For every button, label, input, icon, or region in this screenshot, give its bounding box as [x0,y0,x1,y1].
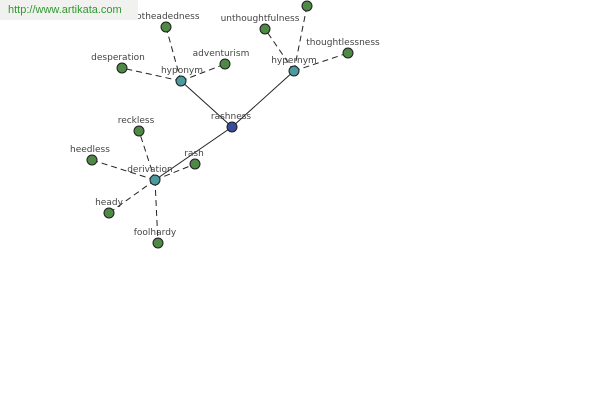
edge-hyponym-adventurism [180,63,226,82]
edges-layer [91,5,349,244]
edge-hyponym-desperation [121,67,182,82]
node-label-unthoughtfulness[interactable]: unthoughtfulness [221,14,300,24]
node-adventurism[interactable] [219,58,231,70]
node-rash[interactable] [189,158,201,170]
node-desperation[interactable] [116,62,128,74]
watermark-link[interactable]: http://www.artikata.com [0,0,138,20]
nodes-layer [86,0,354,249]
node-hotheadedness[interactable] [160,21,172,33]
edge-derivation-foolhardy [154,179,159,244]
edge-rashness-hypernym [231,70,295,128]
node-label-desperation[interactable]: desperation [91,53,145,63]
node-label-hypernym[interactable]: hypernym [271,56,317,66]
node-label-rash[interactable]: rash [184,149,204,159]
node-label-foolhardy[interactable]: foolhardy [134,228,177,238]
node-hyponym[interactable] [175,75,187,87]
node-reckless[interactable] [133,125,145,137]
node-hypernym[interactable] [288,65,300,77]
node-top-leaf[interactable] [301,0,313,12]
edge-derivation-rash [154,163,196,181]
node-heady[interactable] [103,207,115,219]
edge-derivation-reckless [138,130,156,181]
edge-hypernym-unthoughtfulness [264,28,295,72]
edge-rashness-hyponym [180,80,233,128]
edge-derivation-heady [108,179,156,214]
node-label-derivation[interactable]: derivation [127,165,173,175]
labels-layer: rashness hyponym hypernym derivation hothead… [70,12,380,238]
node-label-hyponym[interactable]: hyponym [161,66,203,76]
edge-rashness-derivation [154,126,233,181]
node-heedless[interactable] [86,154,98,166]
node-foolhardy[interactable] [152,237,164,249]
node-thoughtlessness[interactable] [342,47,354,59]
node-label-thoughtlessness[interactable]: thoughtlessness [306,38,380,48]
node-label-adventurism[interactable]: adventurism [193,49,250,59]
node-label-hotheadedness[interactable]: hotheadedness [130,12,199,22]
node-label-rashness[interactable]: rashness [211,112,252,122]
node-derivation[interactable] [149,174,161,186]
node-label-heady[interactable]: heady [95,198,123,208]
node-rashness[interactable] [226,121,238,133]
edge-derivation-heedless [91,159,156,181]
node-label-heedless[interactable]: heedless [70,145,110,155]
node-label-reckless[interactable]: reckless [118,116,155,126]
edge-hypernym-top-leaf [293,5,308,72]
node-unthoughtfulness[interactable] [259,23,271,35]
